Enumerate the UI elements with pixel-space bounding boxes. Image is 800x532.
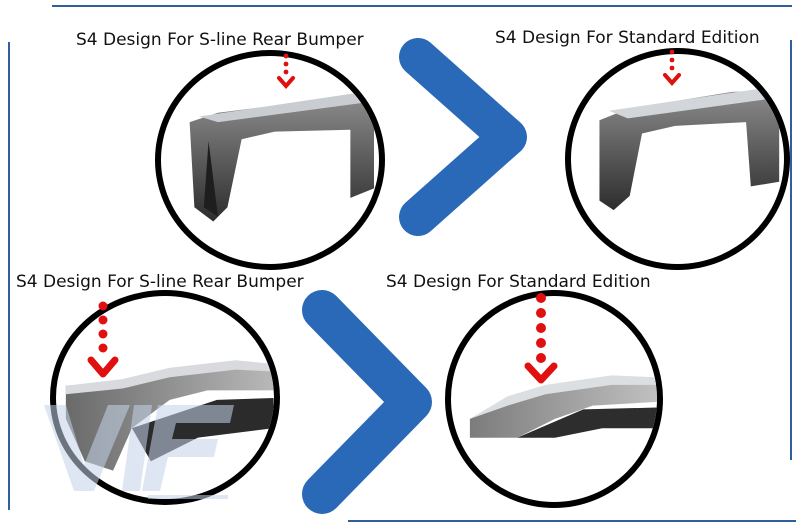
dotted-down-arrow-icon — [277, 53, 295, 90]
frame-top-line — [52, 5, 792, 7]
panel-label-sline-bottom: S4 Design For S-line Rear Bumper — [16, 272, 304, 292]
frame-right-line — [790, 40, 792, 460]
frame-bottom-line — [348, 520, 796, 522]
chevron-right-icon — [399, 38, 527, 236]
dotted-down-arrow-icon — [87, 301, 119, 378]
panel-label-standard-bottom: S4 Design For Standard Edition — [386, 272, 651, 292]
bumper-closeup-standard-top — [565, 48, 790, 270]
chevron-right-icon — [302, 290, 432, 514]
panel-label-standard-top: S4 Design For Standard Edition — [495, 28, 760, 48]
dotted-down-arrow-icon — [663, 49, 681, 87]
watermark-logo — [44, 405, 234, 499]
bumper-closeup-standard-bottom — [445, 290, 663, 508]
dotted-down-arrow-icon — [524, 293, 558, 384]
frame-left-line — [8, 42, 10, 510]
bumper-closeup-sline-top — [155, 50, 385, 270]
panel-label-sline-top: S4 Design For S-line Rear Bumper — [76, 30, 364, 50]
